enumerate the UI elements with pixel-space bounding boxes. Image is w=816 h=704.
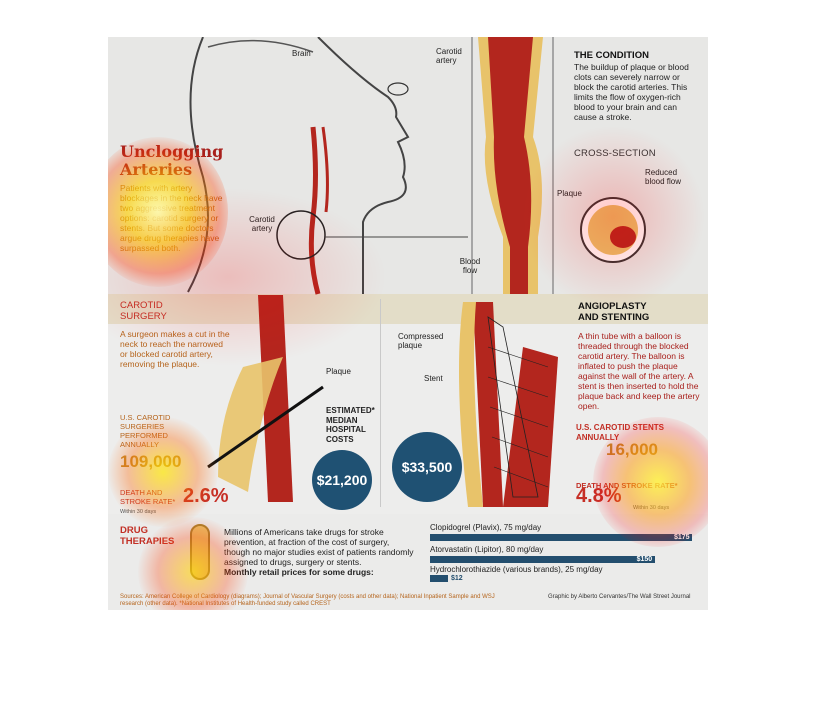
surgery-cost-circle: $21,200 [312,450,372,510]
credit-text: Graphic by Alberto Cervantes/The Wall St… [548,594,691,600]
drugs-text-bold: Monthly retail prices for some drugs: [224,567,374,577]
procedures-header-band [108,294,708,324]
main-title-line1: Unclogging [120,142,224,161]
cross-section-title: CROSS-SECTION [574,148,656,159]
compressed-plaque-label: Compressed plaque [398,332,444,350]
surgery-text: A surgeon makes a cut in the neck to rea… [120,329,230,369]
surgery-rate-note: Within 30 days [120,509,157,515]
stenting-title-line2: AND STENTING [578,312,650,323]
drug-bar [430,534,692,541]
stents-count-value: 16,000 [606,440,658,459]
plaque-label-surgery: Plaque [326,367,351,376]
drug-price: $150 [636,556,653,563]
drugs-text: Millions of Americans take drugs for str… [224,527,414,567]
brain-label: Brain [292,49,311,58]
surgery-title-line2: SURGERY [120,311,167,322]
surgeries-count-value: 109,000 [120,452,182,471]
blood-flow-label: Blood flow [459,257,481,275]
surgeries-count-label: U.S. CAROTID SURGERIES PERFORMED ANNUALL… [120,413,171,449]
surgery-rate-label: DEATH AND STROKE RATE* [120,488,176,506]
sources-text: Sources: American College of Cardiology … [120,594,495,607]
pill-icon [190,524,210,580]
costs-title: ESTIMATED* MEDIAN HOSPITAL COSTS [326,406,375,444]
stent-rate-value: 4.8% [576,485,622,507]
stent-label: Stent [424,374,443,383]
drug-bar [430,556,655,563]
intro-text: Patients with artery blockages in the ne… [120,183,223,253]
drug-price: $12 [451,575,463,582]
main-title-line2: Arteries [120,160,193,179]
infographic: Brain Carotid artery Carotid artery Bloo… [108,37,708,610]
plaque-label-top: Plaque [557,189,582,198]
stent-rate-note: Within 30 days [633,505,670,511]
condition-text: The buildup of plaque or blood clots can… [574,62,689,122]
drug-label: Atorvastatin (Lipitor), 80 mg/day [430,545,544,554]
condition-title: THE CONDITION [574,50,649,61]
drug-label: Hydrochlorothiazide (various brands), 25… [430,565,603,574]
drug-price: $175 [674,534,690,541]
drug-bar [430,575,448,582]
carotid-artery-top-label: Carotid artery [436,47,462,65]
stenting-title-line1: ANGIOPLASTY [578,301,647,312]
reduced-blood-flow-label: Reduced blood flow [645,168,682,186]
drugs-title-line1: DRUG [120,525,148,536]
drugs-title-line2: THERAPIES [120,536,175,547]
stent-cost-circle: $33,500 [392,432,462,502]
surgery-title-line1: CAROTID [120,300,163,311]
section-divider [380,299,381,507]
drug-label: Clopidogrel (Plavix), 75 mg/day [430,523,542,532]
carotid-artery-left-label: Carotid artery [249,215,275,233]
surgery-rate-value: 2.6% [183,485,229,507]
stenting-text: A thin tube with a balloon is threaded t… [578,331,700,411]
